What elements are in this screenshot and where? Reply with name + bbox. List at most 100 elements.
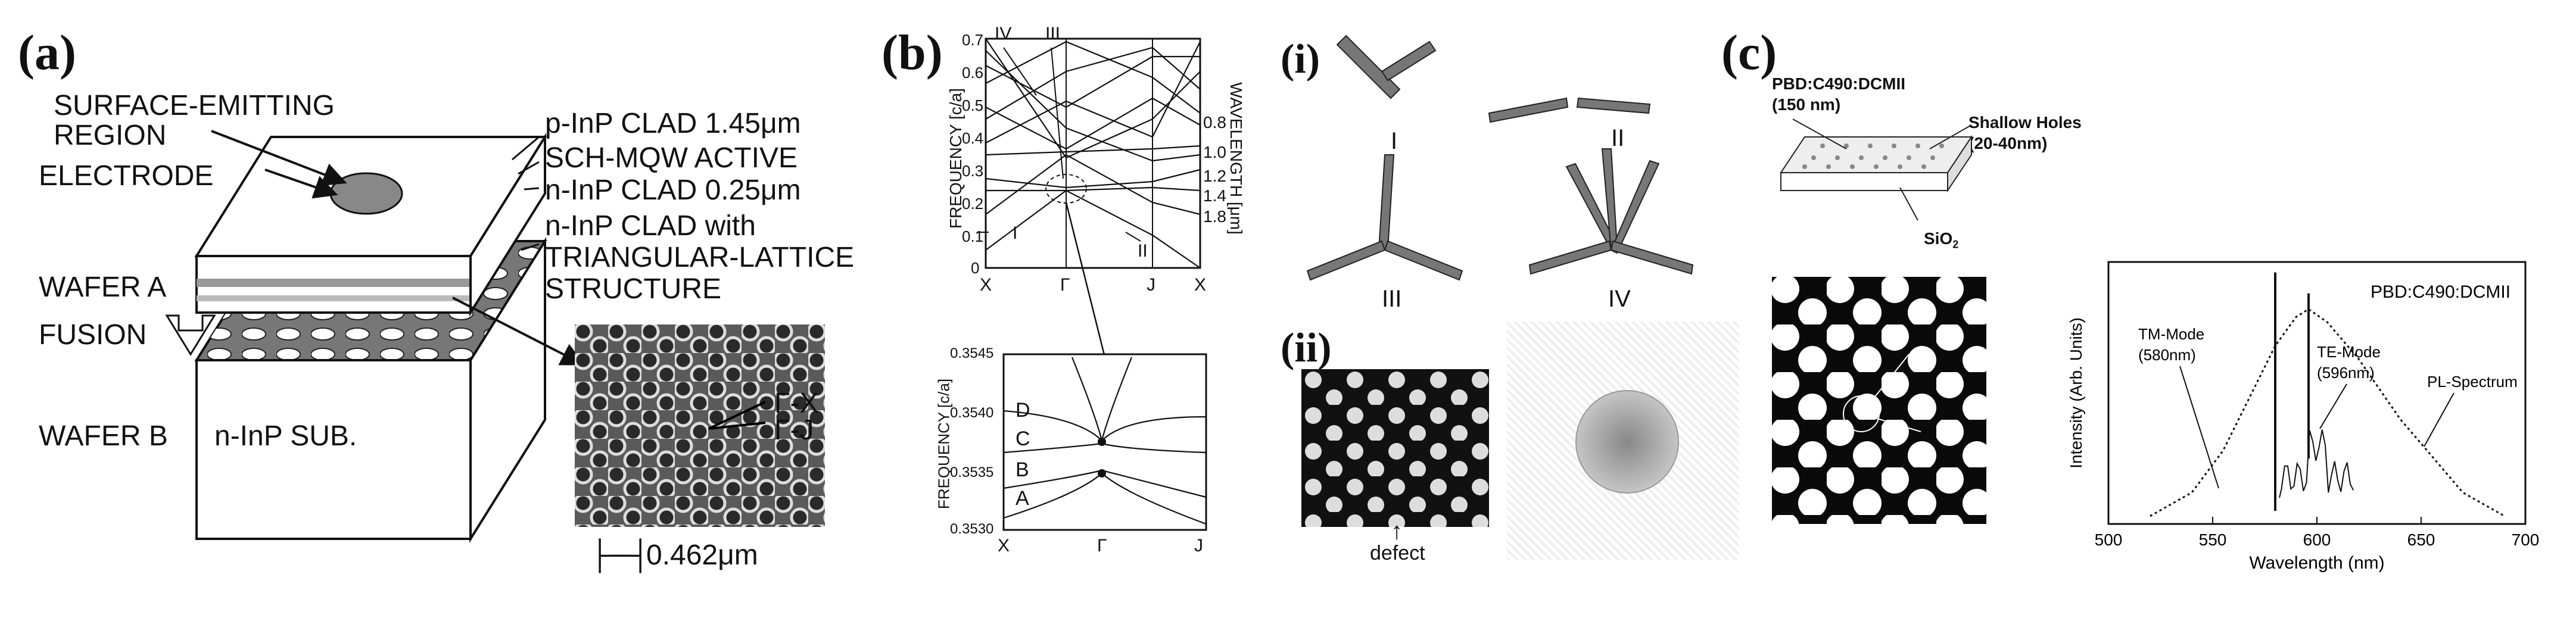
bottom-ytick-3: 0.3535	[950, 464, 994, 480]
gamma-x-label: Γ-X	[774, 388, 819, 419]
x-tick-label: 500	[2095, 530, 2123, 549]
bottom-mode-a: A	[1016, 487, 1029, 510]
shallow-hole-device	[1780, 118, 1973, 221]
bottom-xtick-gamma: Γ	[1097, 536, 1107, 556]
electrode-shape	[329, 172, 403, 215]
electrode-label: ELECTRODE	[39, 160, 214, 192]
panel-ii-label: (ii)	[1281, 325, 1332, 371]
bottom-ytick-1: 0.3545	[950, 345, 994, 361]
annotation-tm-nm: (580nm)	[2138, 346, 2196, 364]
mode-label-iv: IV	[995, 24, 1012, 43]
te-mode-noise	[2279, 429, 2354, 498]
defect-hole-pattern	[1301, 369, 1489, 527]
bottom-ytick-4: 0.3530	[950, 521, 994, 537]
chart-frame	[2107, 261, 2527, 525]
bottom-mode-b: B	[1016, 458, 1029, 481]
shallow-holes-label-2: (20-40nm)	[1968, 134, 2048, 152]
mode-field-arrows	[1306, 35, 1694, 281]
top-ytick-8: 0	[971, 259, 980, 277]
sem-hole-lattice	[575, 324, 825, 527]
surface-emitting-label-1: SURFACE-EMITTING	[54, 90, 335, 121]
top-ytick-6: 0.2	[962, 195, 984, 213]
top-ytick-1: 0.7	[962, 31, 984, 49]
right-label: WAVELENGTH [μm]	[1227, 82, 1245, 235]
sch-mqw-label: SCH-MQW ACTIVE	[545, 142, 798, 174]
wafer-a-side	[469, 133, 546, 317]
field-distribution-spot	[1575, 390, 1679, 494]
defect-label: defect	[1370, 542, 1425, 564]
x-tick-label: 700	[2512, 530, 2540, 549]
x-tick-label: 650	[2407, 530, 2435, 549]
bottom-mode-d: D	[1016, 399, 1030, 422]
panel-a-device-diagram	[165, 130, 585, 543]
fusion-label: FUSION	[39, 319, 147, 351]
fusion-arrow	[165, 314, 216, 356]
top-ytick-4: 0.4	[962, 129, 984, 147]
top-ylabel: FREQUENCY [c/a]	[946, 88, 965, 229]
wafer-b-side	[469, 237, 546, 543]
annotation-te-nm: (596nm)	[2317, 364, 2375, 382]
field-mode-i: I	[1391, 128, 1398, 154]
hole-lattice-pattern	[1772, 277, 1986, 524]
bottom-mode-c: C	[1016, 427, 1030, 450]
shallow-holes-label-1: Shallow Holes	[1968, 113, 2082, 132]
band-diagram	[977, 38, 1207, 531]
top-xtick-j: J	[1147, 275, 1155, 295]
wafer-b-label: WAFER B	[39, 420, 168, 452]
chart-title: PBD:C490:DCMII	[2371, 282, 2510, 302]
sio2-label: SiO2	[1924, 229, 1959, 251]
n-clad-with-label-3: STRUCTURE	[545, 273, 721, 305]
material-label-2: (150 nm)	[1772, 95, 1841, 114]
mode-label-ii: II	[1138, 241, 1148, 261]
top-ytick-3: 0.5	[962, 96, 984, 114]
bottom-xtick-x: X	[998, 536, 1010, 556]
right-tick-1: 0.8	[1203, 113, 1226, 132]
right-tick-2: 1.0	[1203, 143, 1226, 161]
material-label-1: PBD:C490:DCMII	[1772, 74, 1906, 93]
top-xtick-x1: X	[980, 275, 992, 295]
defect-lattice-image	[1301, 369, 1489, 527]
scale-bar-icon: ├─┤	[590, 539, 651, 571]
mode-label-iii: III	[1045, 24, 1061, 43]
field-distribution-image	[1507, 322, 1739, 560]
n-clad-with-label-2: TRIANGULAR-LATTICE	[545, 242, 855, 273]
hole-lattice-sem	[1772, 277, 1986, 524]
top-ytick-7: 0.1	[962, 227, 984, 245]
substrate-label: n-InP SUB.	[214, 420, 357, 452]
bottom-ylabel: FREQUENCY [c/a]	[935, 378, 953, 510]
panel-b-label: (b)	[881, 25, 943, 80]
y-axis-label: Intensity (Arb. Units)	[2067, 317, 2085, 469]
top-xtick-x2: X	[1194, 275, 1207, 295]
top-ytick-2: 0.6	[962, 64, 984, 82]
scale-label: 0.462μm	[646, 539, 758, 571]
right-tick-3: 1.2	[1203, 167, 1226, 185]
pl-spectrum-chart: 500 550 600 650 700 PBD:C490:DCMII TM-Mode (…	[2067, 261, 2540, 573]
mode-label-i: I	[1013, 223, 1018, 243]
wafer-a-label: WAFER A	[39, 272, 167, 303]
x-tick-label: 600	[2303, 530, 2331, 549]
n-clad-label: n-InP CLAD 0.25μm	[545, 174, 801, 206]
annotation-te-mode: TE-Mode	[2317, 343, 2381, 361]
field-mode-iii: III	[1382, 286, 1402, 312]
field-mode-ii: II	[1611, 125, 1625, 151]
top-xtick-gamma: Γ	[1060, 275, 1070, 295]
panel-i-label: (i)	[1281, 36, 1320, 82]
panel-a-label: (a)	[18, 25, 76, 80]
bottom-ytick-2: 0.3540	[950, 405, 994, 421]
field-mode-iv: IV	[1608, 286, 1631, 312]
panel-c-label: (c)	[1721, 25, 1777, 80]
x-tick-label: 550	[2199, 530, 2227, 549]
surface-emitting-label-2: REGION	[54, 120, 167, 151]
top-ytick-5: 0.3	[962, 162, 984, 180]
x-axis-label: Wavelength (nm)	[2249, 553, 2384, 573]
sem-image	[575, 324, 825, 527]
annotation-pl-spectrum: PL-Spectrum	[2427, 373, 2518, 391]
n-clad-with-label-1: n-InP CLAD with	[545, 210, 756, 242]
defect-arrow-icon: ↑	[1391, 518, 1403, 544]
right-tick-4: 1.4	[1203, 186, 1226, 205]
annotation-tm-mode: TM-Mode	[2138, 325, 2204, 343]
bottom-xtick-j: J	[1194, 536, 1203, 556]
gamma-j-label: Γ-J	[774, 414, 814, 446]
p-clad-label: p-InP CLAD 1.45μm	[545, 108, 801, 139]
right-tick-5: 1.8	[1203, 207, 1226, 226]
